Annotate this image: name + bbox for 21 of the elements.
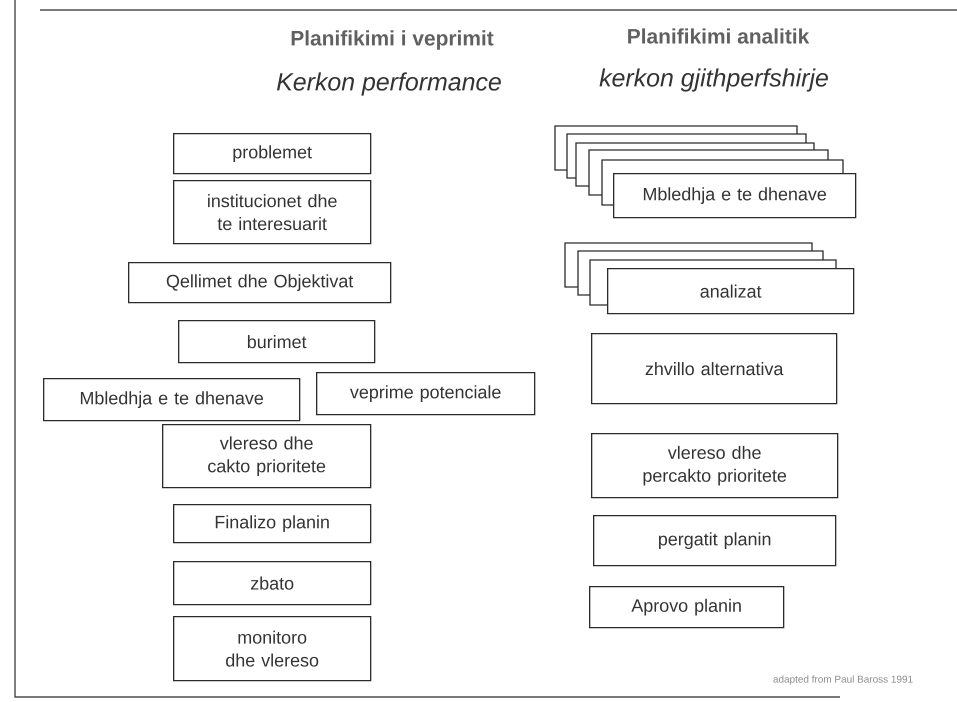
process-box: problemet [173,133,372,174]
process-box: monitoro dhe vlereso [173,616,372,682]
footnote: adapted from Paul Baross 1991 [773,675,913,685]
process-box: Aprovo planin [589,586,784,628]
process-box: analizat [607,268,854,314]
process-box: Finalizo planin [173,504,372,544]
process-box: pergatit planin [593,515,836,566]
process-box: Mbledhja e te dhenave [43,378,300,422]
column-heading: Planifikimi i veprimit [292,30,494,50]
process-box: zhvillo alternativa [591,333,838,404]
process-box: vlereso dhe percakto prioritete [591,433,838,498]
process-box: veprime potenciale [316,372,536,416]
column-subheading: Kerkon performance [276,72,501,96]
column-subheading: kerkon gjithperfshirje [600,68,828,92]
process-box: Qellimet dhe Objektivat [128,262,392,304]
process-box: institucionet dhe te interesuarit [173,180,372,244]
process-box: vlereso dhe cakto prioritete [162,424,372,488]
process-box: burimet [178,320,376,364]
column-heading: Planifikimi analitik [628,28,810,44]
process-box: zbato [173,561,372,606]
process-box: Mbledhja e te dhenave [613,173,856,218]
